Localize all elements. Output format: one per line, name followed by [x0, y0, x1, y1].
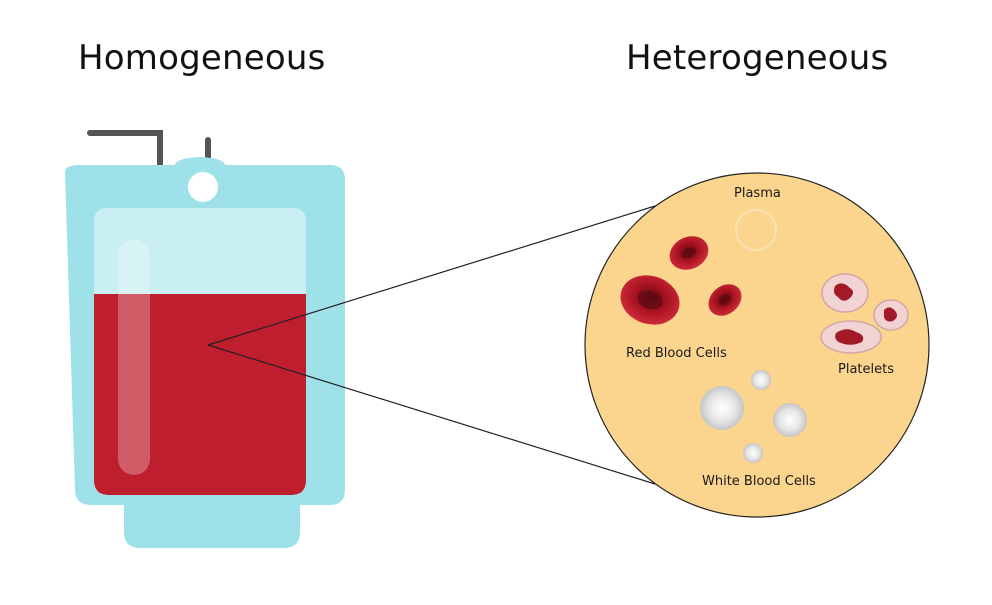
red-blood-cell [669, 236, 709, 270]
blood-bag [65, 130, 345, 548]
white-blood-cell [751, 370, 771, 390]
red-blood-cells-label: Red Blood Cells [626, 346, 727, 361]
white-blood-cell [700, 386, 744, 430]
heterogeneous-heading: Heterogeneous [626, 38, 889, 78]
bag-highlight [118, 240, 150, 475]
bag-hanger-hole [188, 172, 218, 202]
platelet [821, 273, 869, 313]
white-blood-cell [773, 403, 807, 437]
zoom-line-top [207, 205, 656, 346]
platelet [820, 320, 882, 354]
zoom-line-bottom [207, 344, 656, 485]
platelet [873, 299, 909, 331]
magnified-view [584, 172, 930, 518]
red-blood-cell [620, 275, 680, 325]
plasma-cell [735, 209, 777, 251]
white-blood-cell [743, 443, 763, 463]
bag-hook-icon [87, 130, 163, 168]
blood-fill [94, 294, 306, 495]
platelets-label: Platelets [838, 362, 894, 377]
homogeneous-heading: Homogeneous [78, 38, 326, 78]
plasma-label: Plasma [734, 186, 781, 201]
red-blood-cell [708, 284, 742, 316]
white-blood-cells-label: White Blood Cells [702, 474, 816, 489]
